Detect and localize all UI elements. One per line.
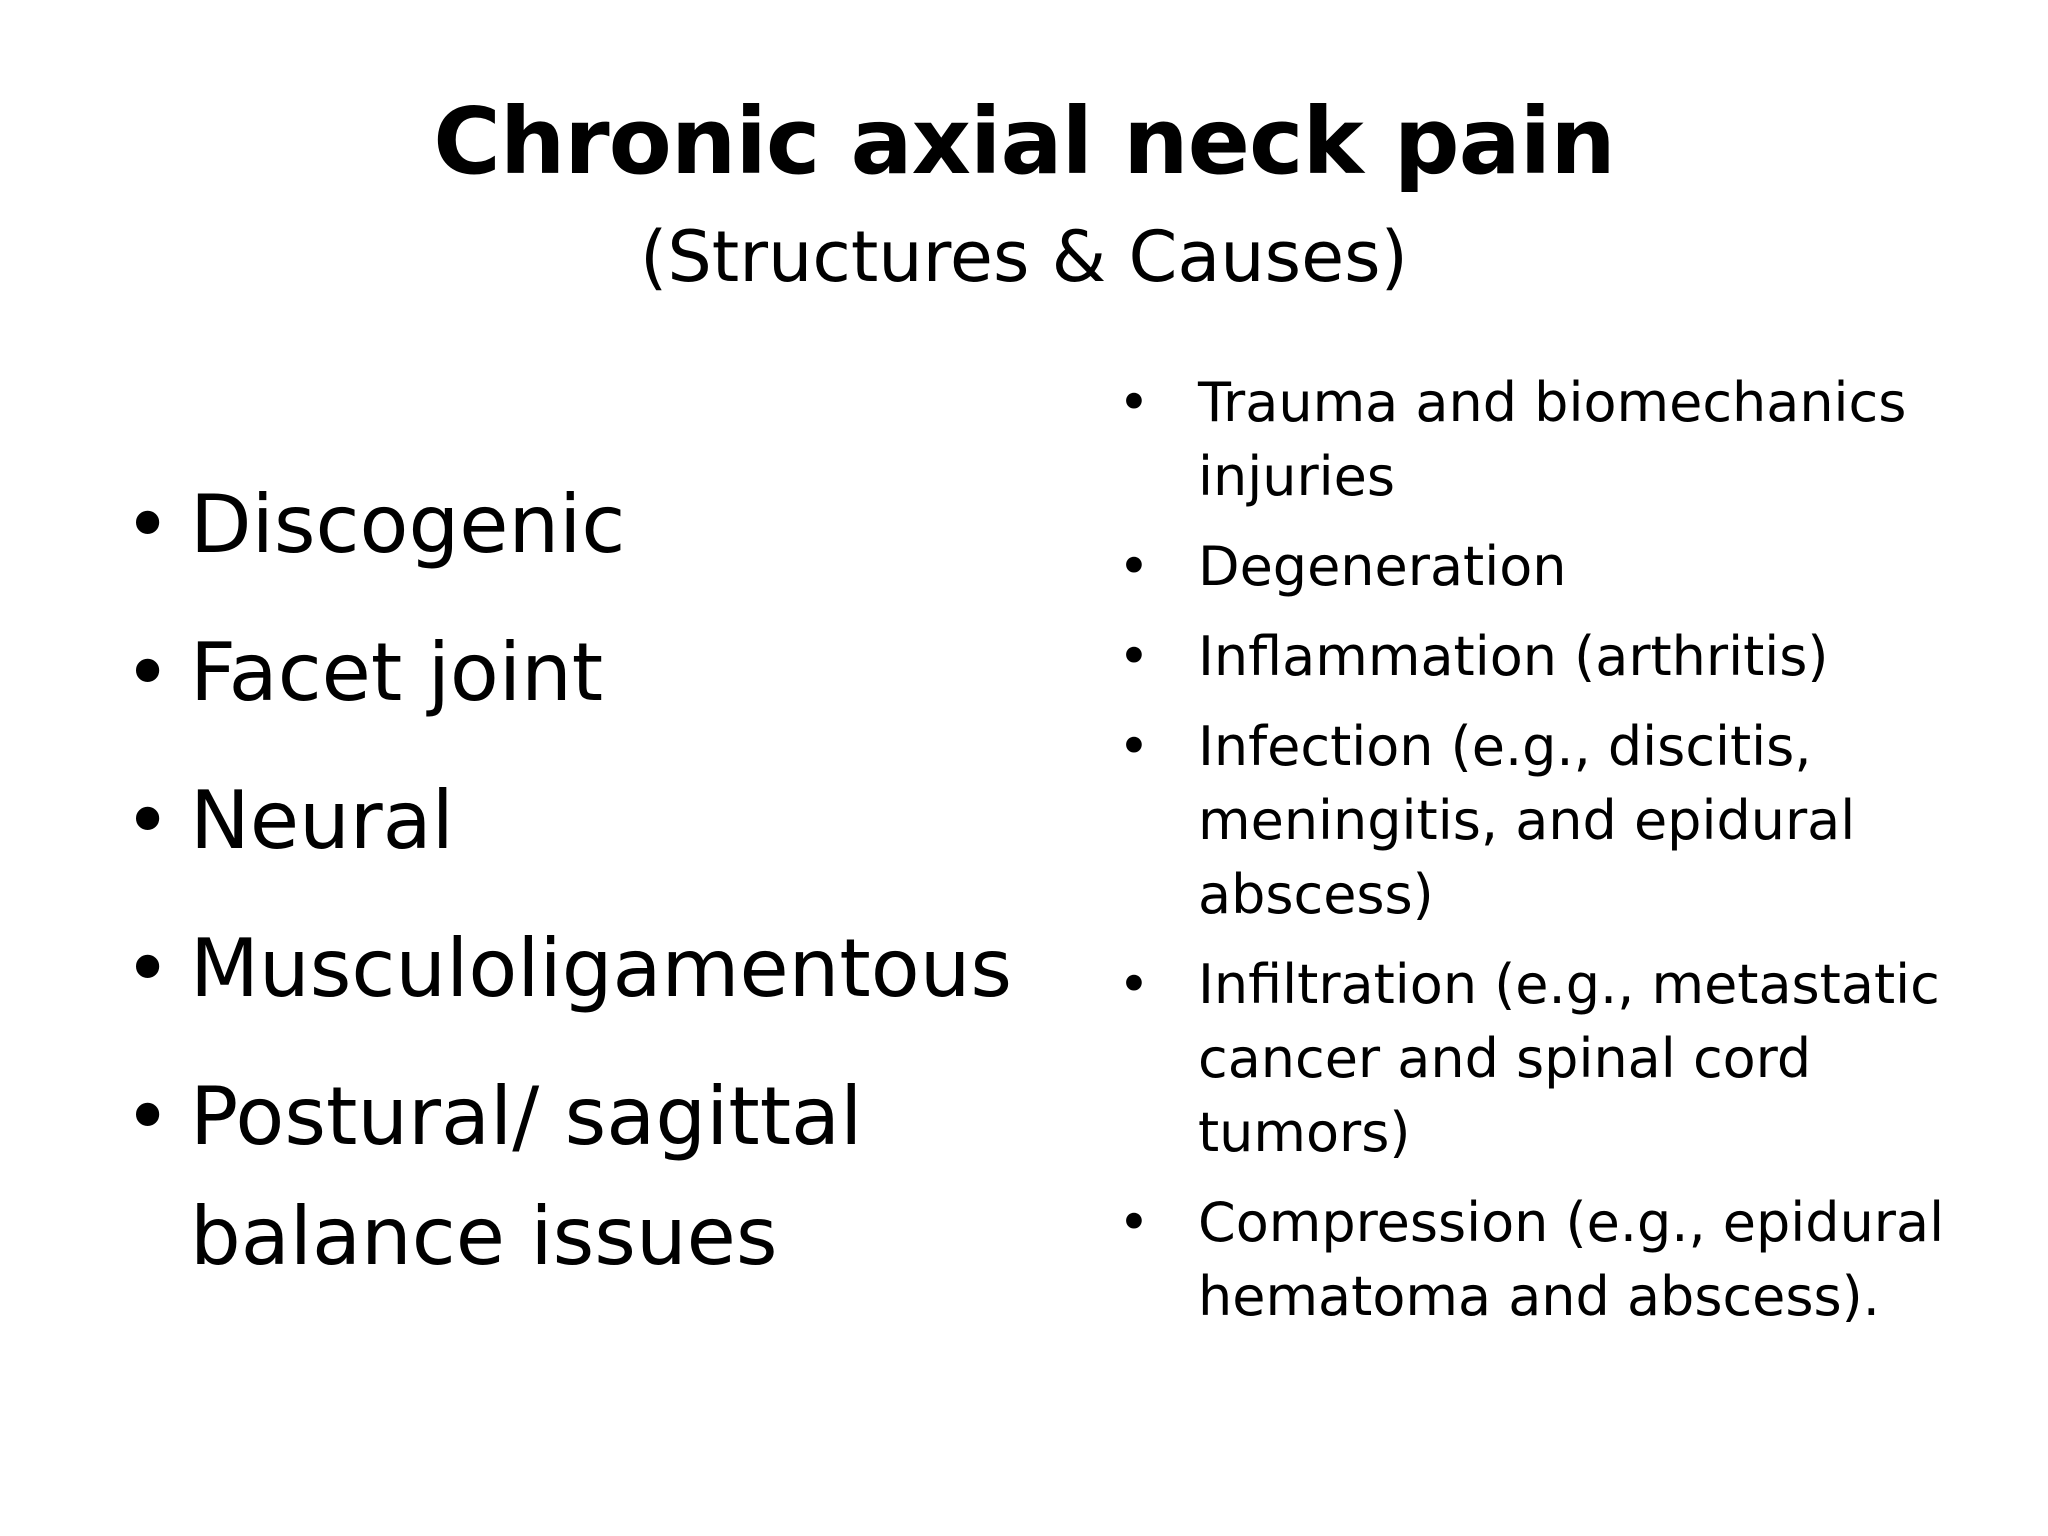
structure-item-text: Neural (190, 774, 454, 867)
cause-item-text: Compression (e.g., epidural hematoma and… (1198, 1191, 1945, 1328)
list-item: • Infiltration (e.g., metastatic cancer a… (1118, 948, 2018, 1170)
cause-item-text: Trauma and biomechanics injuries (1198, 371, 1907, 508)
list-item: •Musculoligamentous (124, 909, 1084, 1029)
bullet-icon: • (1118, 953, 1150, 1016)
bullet-icon: • (1118, 625, 1150, 688)
structures-list: •Discogenic •Facet joint •Neural •Muscul… (124, 465, 1084, 1325)
slide-subtitle: (Structures & Causes) (640, 216, 1408, 298)
list-item: •Discogenic (124, 465, 1084, 585)
cause-item-text: Inflammation (arthritis) (1198, 625, 1829, 688)
structure-item-text: Discogenic (190, 478, 626, 571)
structure-item-text: Facet joint (190, 626, 604, 719)
slide-title: Chronic axial neck pain (433, 88, 1615, 195)
bullet-icon: • (124, 626, 172, 719)
list-item: •Postural/ sagittal balance issues (124, 1057, 1084, 1297)
bullet-icon: • (124, 1070, 172, 1163)
bullet-icon: • (1118, 1191, 1150, 1254)
list-item: • Trauma and biomechanics injuries (1118, 366, 2018, 514)
cause-item-text: Degeneration (1198, 535, 1567, 598)
bullet-icon: • (1118, 715, 1150, 778)
bullet-icon: • (124, 478, 172, 571)
list-item: • Degeneration (1118, 530, 2018, 604)
structure-item-text: Postural/ sagittal balance issues (190, 1070, 863, 1283)
cause-item-text: Infiltration (e.g., metastatic cancer an… (1198, 953, 1940, 1164)
bullet-icon: • (124, 774, 172, 867)
bullet-icon: • (1118, 371, 1150, 434)
list-item: •Facet joint (124, 613, 1084, 733)
list-item: • Inflammation (arthritis) (1118, 620, 2018, 694)
bullet-icon: • (124, 922, 172, 1015)
list-item: •Neural (124, 761, 1084, 881)
structure-item-text: Musculoligamentous (190, 922, 1013, 1015)
list-item: • Compression (e.g., epidural hematoma an… (1118, 1186, 2018, 1334)
causes-list: • Trauma and biomechanics injuries • Degen… (1118, 366, 2018, 1350)
cause-item-text: Infection (e.g., discitis, meningitis, a… (1198, 715, 1856, 926)
list-item: • Infection (e.g., discitis, meningitis, … (1118, 710, 2018, 932)
bullet-icon: • (1118, 535, 1150, 598)
